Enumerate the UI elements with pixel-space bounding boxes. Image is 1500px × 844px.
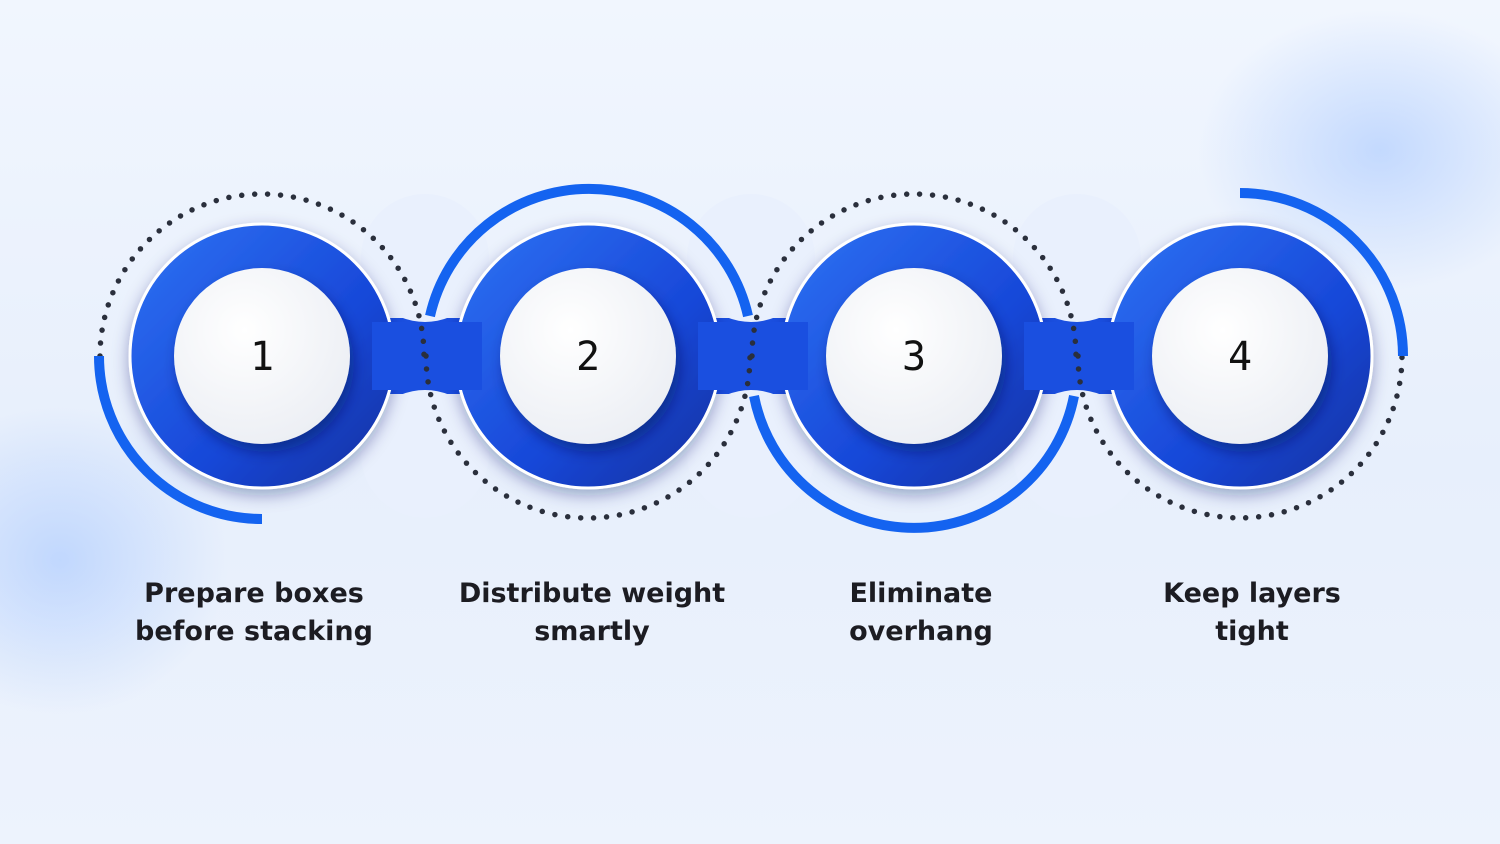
step-3-label: Eliminate overhang — [761, 575, 1081, 651]
dotted-arc-3 — [749, 191, 1079, 359]
step-2-label-line2: smartly — [534, 616, 650, 647]
step-4-node: 4 — [1152, 268, 1328, 444]
connector-notch — [361, 194, 489, 322]
step-1-node: 1 — [174, 268, 350, 444]
step-4-number: 4 — [1228, 334, 1252, 380]
step-3-disc — [826, 268, 1002, 444]
step-1-disc — [174, 268, 350, 444]
connector-notch — [1013, 390, 1141, 518]
step-4-label-line1: Keep layers — [1163, 578, 1341, 609]
step-3-label-line2: overhang — [849, 616, 993, 647]
step-1-label-line1: Prepare boxes — [144, 578, 364, 609]
connector-notch — [687, 194, 815, 322]
chain — [128, 194, 1374, 518]
dotted-arcs — [97, 191, 1405, 521]
step-1-number: 1 — [250, 334, 274, 380]
step-4-disc — [1152, 268, 1328, 444]
step-2-number: 2 — [576, 334, 600, 380]
step-1-label: Prepare boxes before stacking — [94, 575, 414, 651]
accent-arc-2 — [425, 183, 753, 318]
step-4-label-line2: tight — [1215, 616, 1289, 647]
dotted-arc-2 — [423, 353, 753, 521]
accent-arc-1 — [94, 355, 263, 524]
connector-notch — [687, 390, 815, 518]
step-1-label-line2: before stacking — [135, 616, 373, 647]
step-2-node: 2 — [500, 268, 676, 444]
accent-arc-3 — [749, 395, 1079, 533]
step-2-label: Distribute weight smartly — [432, 575, 752, 651]
accent-arc-4 — [1239, 188, 1408, 357]
step-3-label-line1: Eliminate — [849, 578, 993, 609]
step-3-number: 3 — [902, 334, 926, 380]
step-4-label: Keep layers tight — [1092, 575, 1412, 651]
connector-notch — [361, 390, 489, 518]
step-2-label-line1: Distribute weight — [458, 578, 726, 609]
dotted-arc-1 — [97, 191, 427, 359]
accent-arcs — [94, 183, 1408, 533]
step-2-disc — [500, 268, 676, 444]
step-3-node: 3 — [826, 268, 1002, 444]
connector-notch — [1013, 194, 1141, 322]
dotted-arc-4 — [1075, 353, 1405, 521]
